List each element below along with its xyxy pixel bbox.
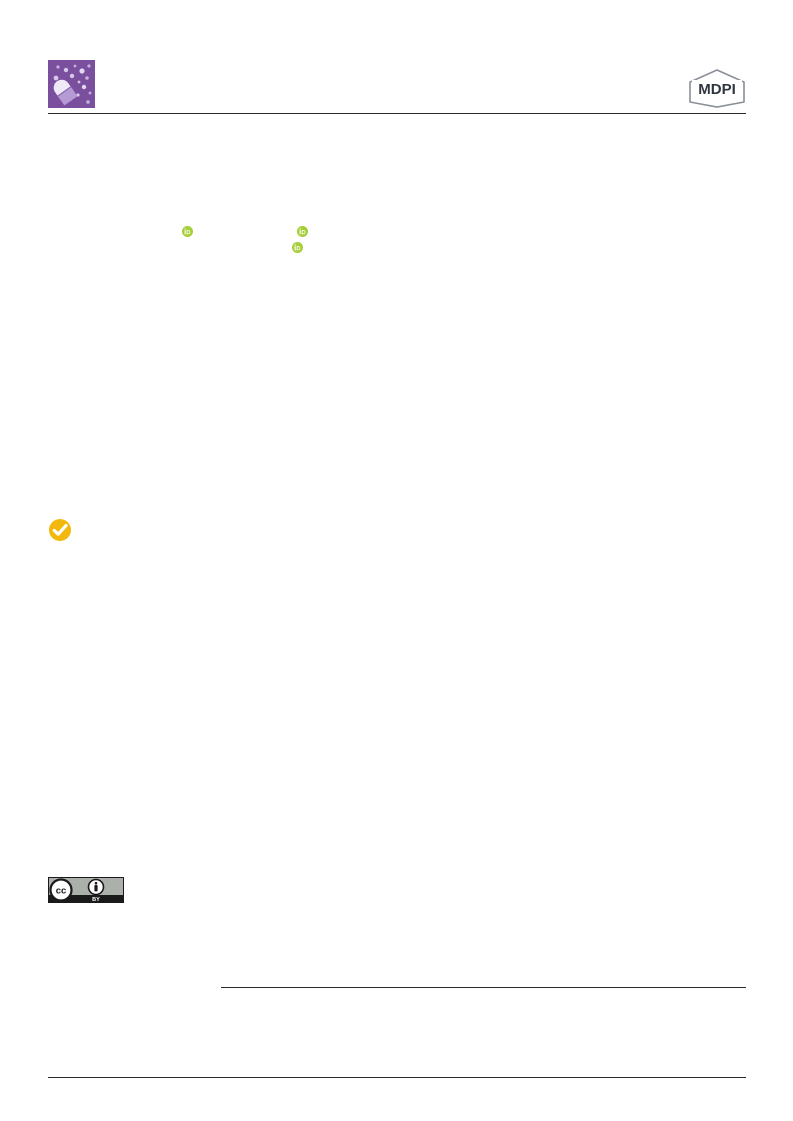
creative-commons-by-icon[interactable]: cc BY [48,877,124,903]
footer-divider [48,1077,746,1078]
orcid-icon[interactable] [182,226,193,237]
journal-logo-icon[interactable] [48,60,95,108]
cc-by-label: BY [92,897,100,903]
cc-label: cc [56,886,67,897]
header-divider [48,113,746,114]
mdpi-logo-text: MDPI [698,81,736,98]
footnote-divider [221,987,746,988]
orcid-icon[interactable] [292,242,303,253]
check-for-updates-icon[interactable] [48,518,72,542]
mdpi-logo-icon[interactable]: MDPI [686,68,748,108]
orcid-icon[interactable] [297,226,308,237]
